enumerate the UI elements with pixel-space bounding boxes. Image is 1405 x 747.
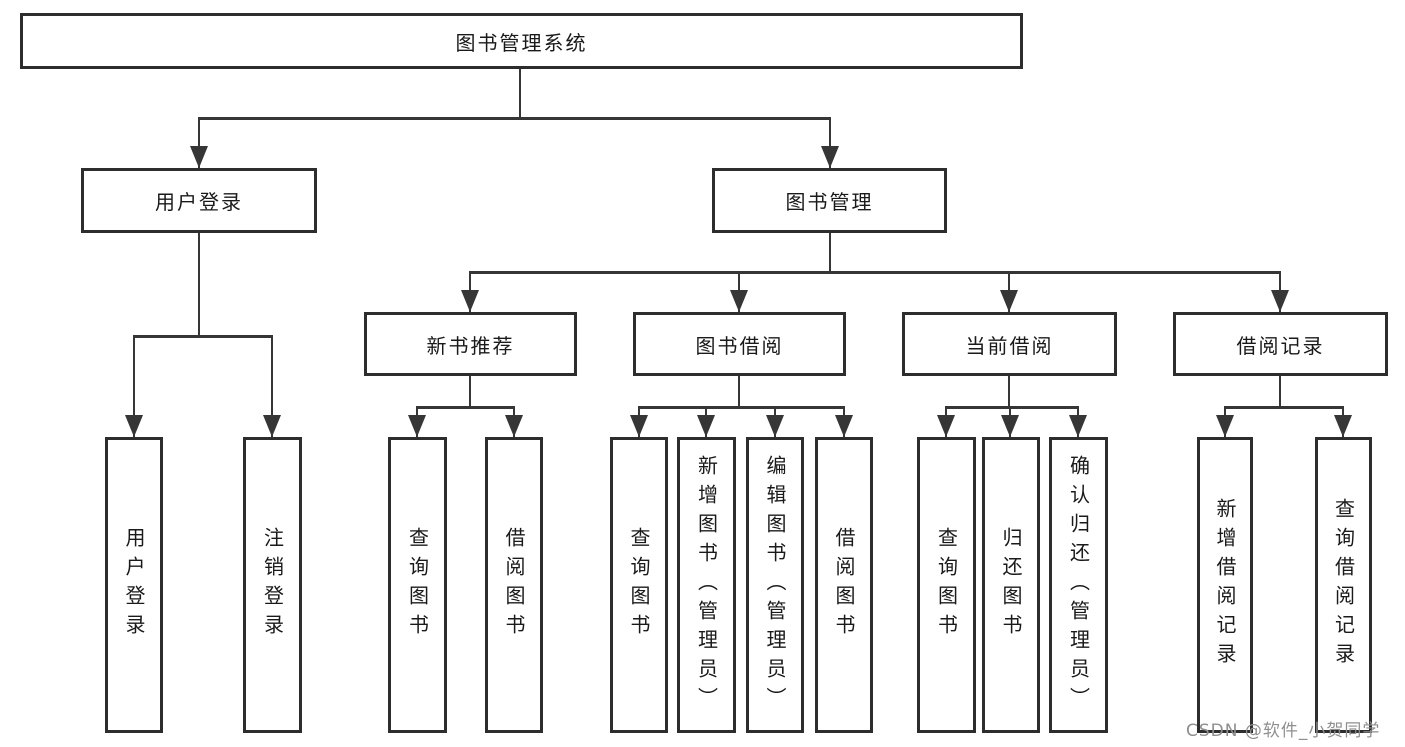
connector-line [738, 376, 740, 407]
leaf-edit-book-admin: 编辑图书（管理员） [746, 437, 804, 733]
leaf-borrow-books-recommend: 借阅图书 [485, 437, 543, 733]
arrowhead-down-icon [630, 415, 648, 437]
leaf-label: 用户登录 [122, 527, 146, 643]
leaf-label: 新增图书（管理员） [694, 454, 719, 716]
arrowhead-down-icon [821, 146, 839, 168]
connector-line [198, 233, 200, 336]
node-borrow-records: 借阅记录 [1173, 312, 1388, 376]
connector-line [638, 406, 845, 409]
node-current-borrow: 当前借阅 [902, 312, 1117, 376]
connector-line [416, 406, 515, 409]
node-label: 图书管理 [785, 190, 874, 214]
connector-line [1224, 406, 1344, 409]
leaf-logout-login: 注销登录 [243, 437, 302, 733]
arrowhead-down-icon [505, 415, 523, 437]
node-user-login: 用户登录 [81, 168, 317, 233]
leaf-label: 归还图书 [999, 527, 1023, 643]
arrowhead-down-icon [835, 415, 853, 437]
connector-line [198, 117, 200, 168]
connector-line [198, 117, 831, 120]
leaf-label: 查询图书 [627, 527, 651, 643]
node-book-borrow: 图书借阅 [633, 312, 846, 376]
connector-line [829, 117, 831, 168]
node-book-management: 图书管理 [712, 168, 947, 233]
leaf-label: 查询图书 [934, 527, 959, 643]
arrowhead-down-icon [1334, 415, 1352, 437]
arrowhead-down-icon [190, 146, 208, 168]
arrowhead-down-icon [408, 415, 426, 437]
leaf-label: 借阅图书 [832, 527, 856, 643]
connector-line [519, 69, 521, 118]
arrowhead-down-icon [1000, 290, 1018, 312]
connector-line [1279, 376, 1281, 407]
leaf-label: 查询图书 [405, 527, 430, 643]
arrowhead-down-icon [937, 415, 955, 437]
connector-line [945, 406, 1079, 409]
leaf-borrow-books: 借阅图书 [815, 437, 873, 733]
arrowhead-down-icon [263, 415, 281, 437]
leaf-label: 编辑图书（管理员） [763, 454, 787, 716]
leaf-label: 注销登录 [260, 527, 285, 643]
connector-line [829, 233, 831, 272]
leaf-query-books-current: 查询图书 [917, 437, 976, 733]
connector-line [271, 335, 273, 437]
leaf-query-books-borrow: 查询图书 [610, 437, 668, 733]
leaf-user-login: 用户登录 [105, 437, 163, 733]
connector-line [1008, 376, 1010, 407]
node-label: 新书推荐 [426, 333, 515, 358]
leaf-add-book-admin: 新增图书（管理员） [677, 437, 736, 733]
arrowhead-down-icon [1271, 290, 1289, 312]
watermark: CSDN @软件_小贺同学 [1186, 721, 1381, 741]
leaf-add-borrow-record: 新增借阅记录 [1197, 437, 1253, 733]
connector-line [133, 335, 135, 437]
arrowhead-down-icon [697, 415, 715, 437]
node-label: 当前借阅 [965, 333, 1054, 358]
node-label: 图书借阅 [695, 333, 784, 358]
node-library-management-system: 图书管理系统 [20, 13, 1023, 69]
node-label: 借阅记录 [1236, 333, 1325, 358]
arrowhead-down-icon [461, 290, 479, 312]
arrowhead-down-icon [1069, 415, 1087, 437]
leaf-label: 借阅图书 [502, 527, 526, 643]
connector-line [469, 271, 1281, 274]
arrowhead-down-icon [730, 290, 748, 312]
arrowhead-down-icon [1001, 415, 1019, 437]
leaf-label: 新增借阅记录 [1213, 498, 1237, 672]
leaf-query-borrow-record: 查询借阅记录 [1315, 437, 1372, 733]
leaf-return-books: 归还图书 [982, 437, 1040, 733]
node-new-book-recommend: 新书推荐 [364, 312, 577, 376]
node-label: 用户登录 [155, 190, 243, 214]
arrowhead-down-icon [766, 415, 784, 437]
leaf-confirm-return-admin: 确认归还（管理员） [1049, 437, 1108, 733]
leaf-label: 查询借阅记录 [1331, 498, 1356, 672]
connector-line [469, 376, 471, 407]
arrowhead-down-icon [1216, 415, 1234, 437]
arrowhead-down-icon [125, 415, 143, 437]
node-label: 图书管理系统 [455, 30, 588, 55]
leaf-label: 确认归还（管理员） [1066, 454, 1091, 716]
leaf-query-books-recommend: 查询图书 [388, 437, 447, 733]
connector-line [133, 335, 273, 338]
